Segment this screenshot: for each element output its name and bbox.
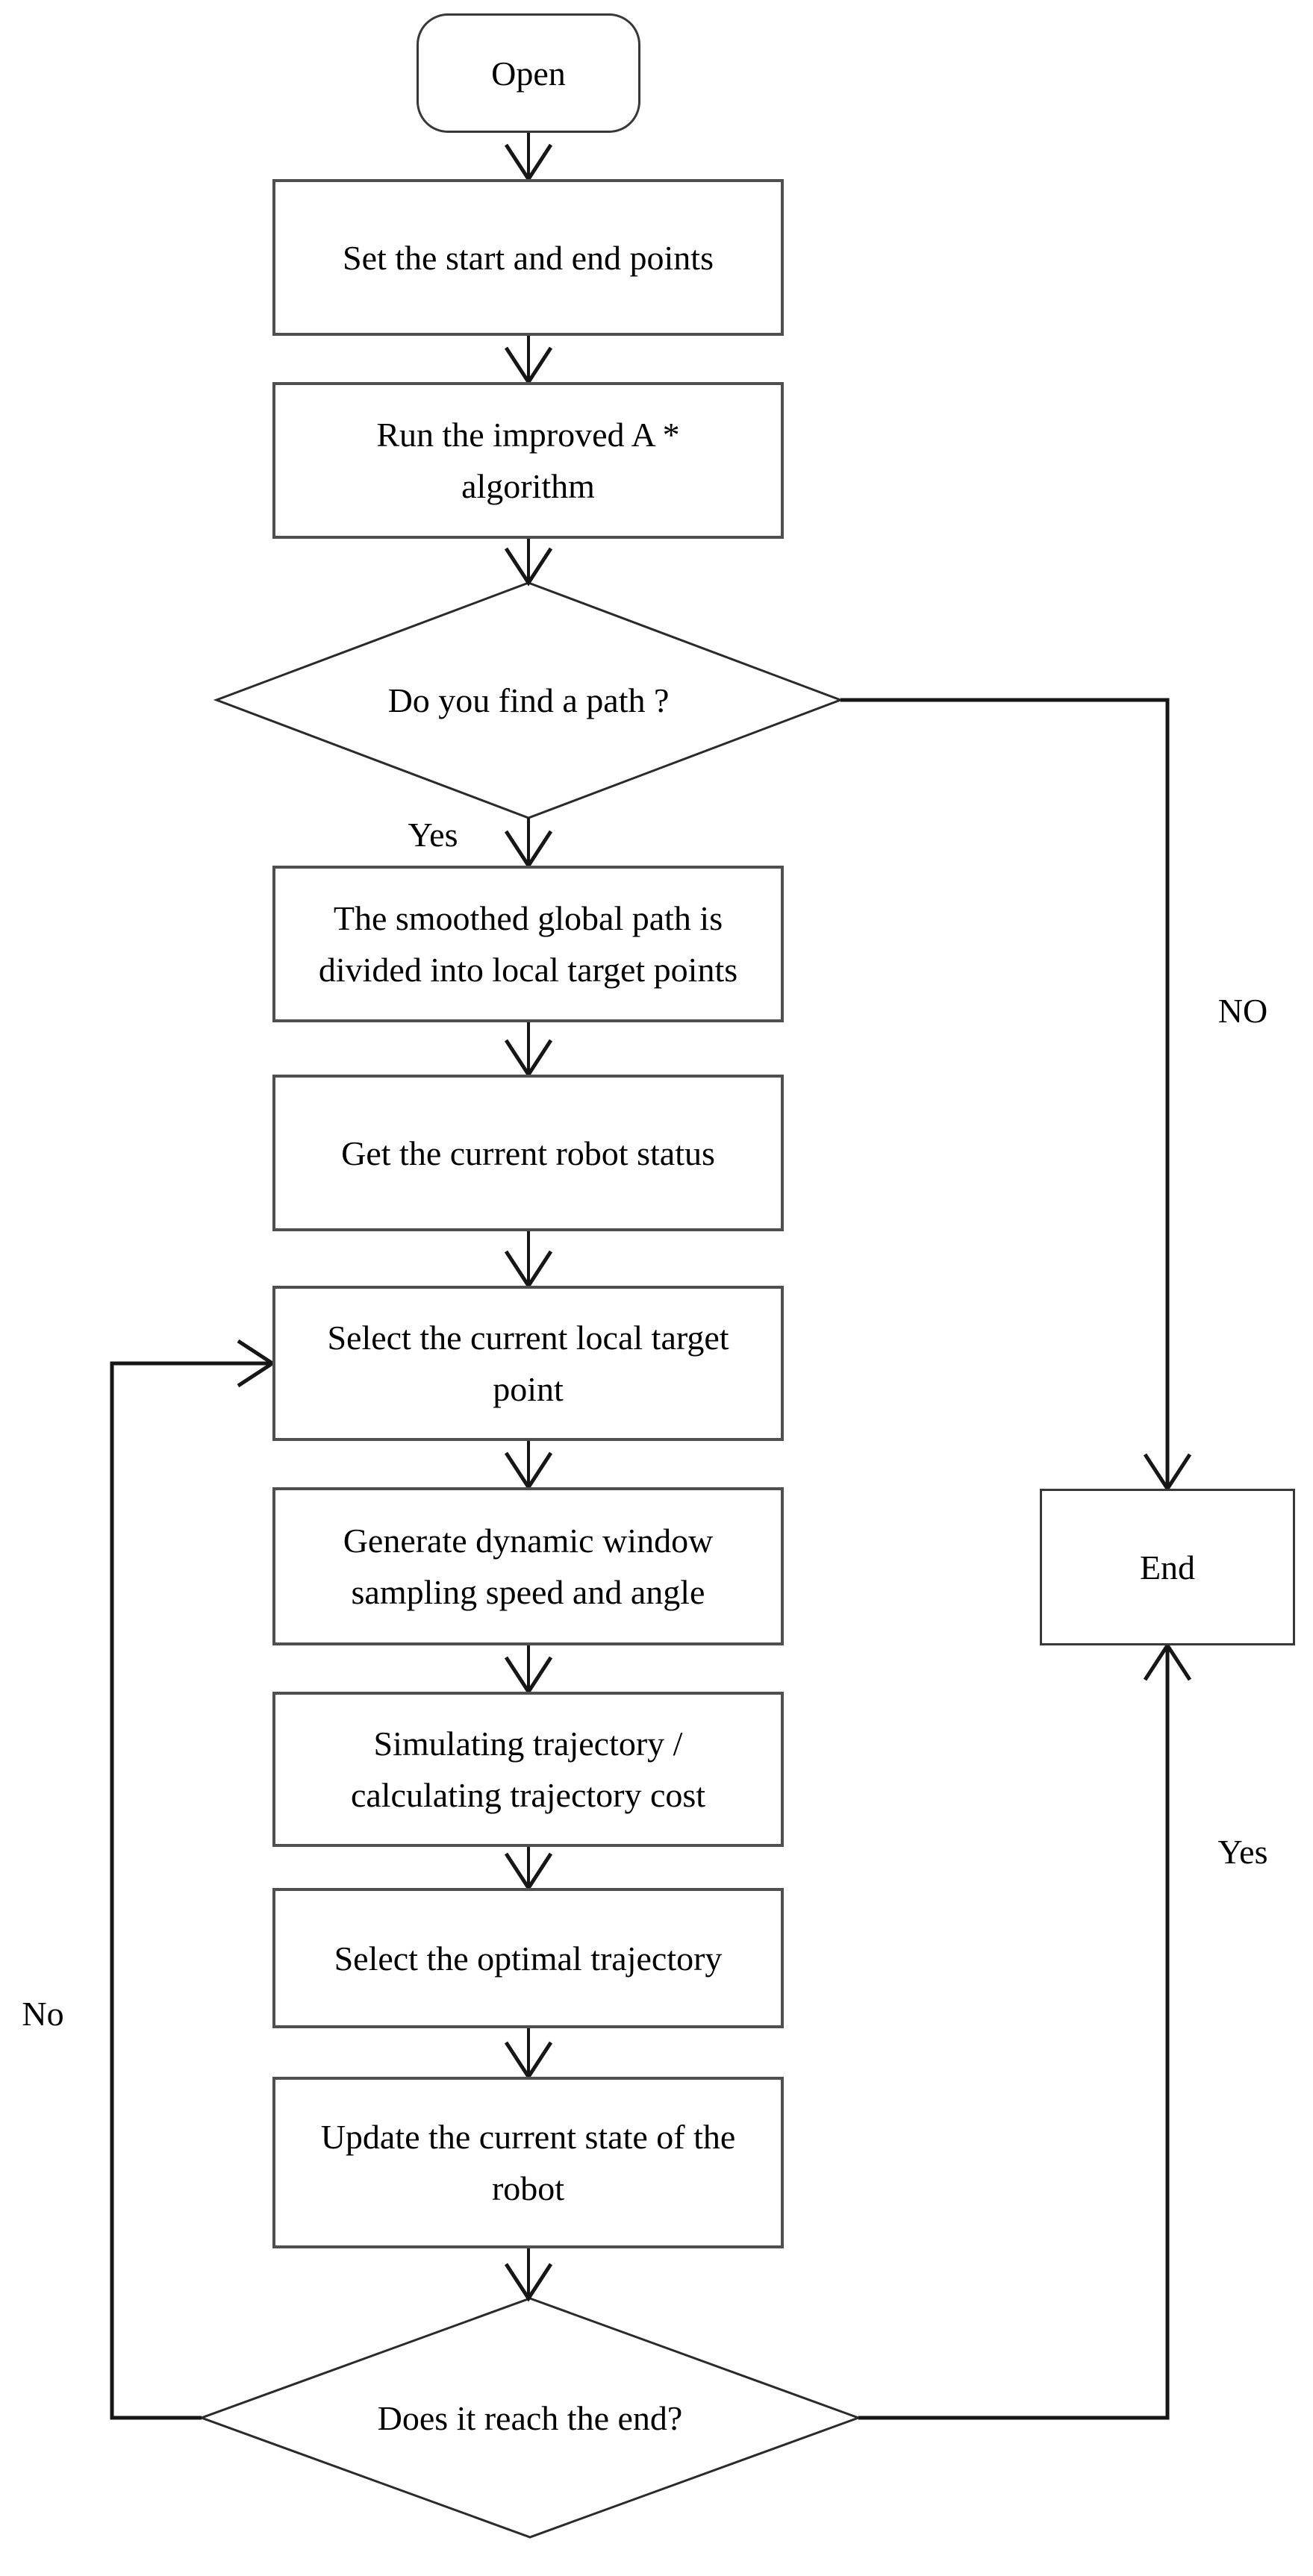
node-simulate-trajectory: Simulating trajectory / calculating traj… xyxy=(272,1692,784,1847)
edge-label-reach-end-no: No xyxy=(22,1995,64,2033)
arrowhead-into-findpath xyxy=(504,547,553,587)
node-run-improved-a-star: Run the improved A * algorithm xyxy=(272,382,784,539)
node-generate-dynamic-window: Generate dynamic window sampling speed a… xyxy=(272,1487,784,1645)
edge-reachend-no-loop xyxy=(110,1361,271,2420)
node-smoothed-global-path: The smoothed global path is divided into… xyxy=(272,866,784,1022)
node-select-local-target: Select the current local target point xyxy=(272,1286,784,1441)
edge-label-reach-end-yes: Yes xyxy=(1217,1833,1268,1871)
node-update-robot-state: Update the current state of the robot xyxy=(272,2077,784,2248)
edge-findpath-no-to-end xyxy=(840,698,1170,1487)
arrowhead-into-end-bottom xyxy=(1143,1642,1192,1681)
node-open: Open xyxy=(417,13,640,133)
node-reach-end-label: Does it reach the end? xyxy=(377,2398,683,2437)
node-get-robot-status: Get the current robot status xyxy=(272,1075,784,1231)
edge-label-find-path-yes: Yes xyxy=(408,816,458,854)
arrowhead-into-reachend xyxy=(504,2263,553,2302)
edge-label-find-path-no: NO xyxy=(1217,992,1268,1030)
decision-diamond-reach-end xyxy=(198,2297,862,2539)
node-set-points: Set the start and end points xyxy=(272,179,784,336)
node-select-optimal-trajectory: Select the optimal trajectory xyxy=(272,1888,784,2028)
node-end: End xyxy=(1040,1489,1295,1645)
node-find-path-label: Do you find a path ? xyxy=(387,681,670,719)
edge-reachend-yes-to-end xyxy=(858,1647,1170,2420)
